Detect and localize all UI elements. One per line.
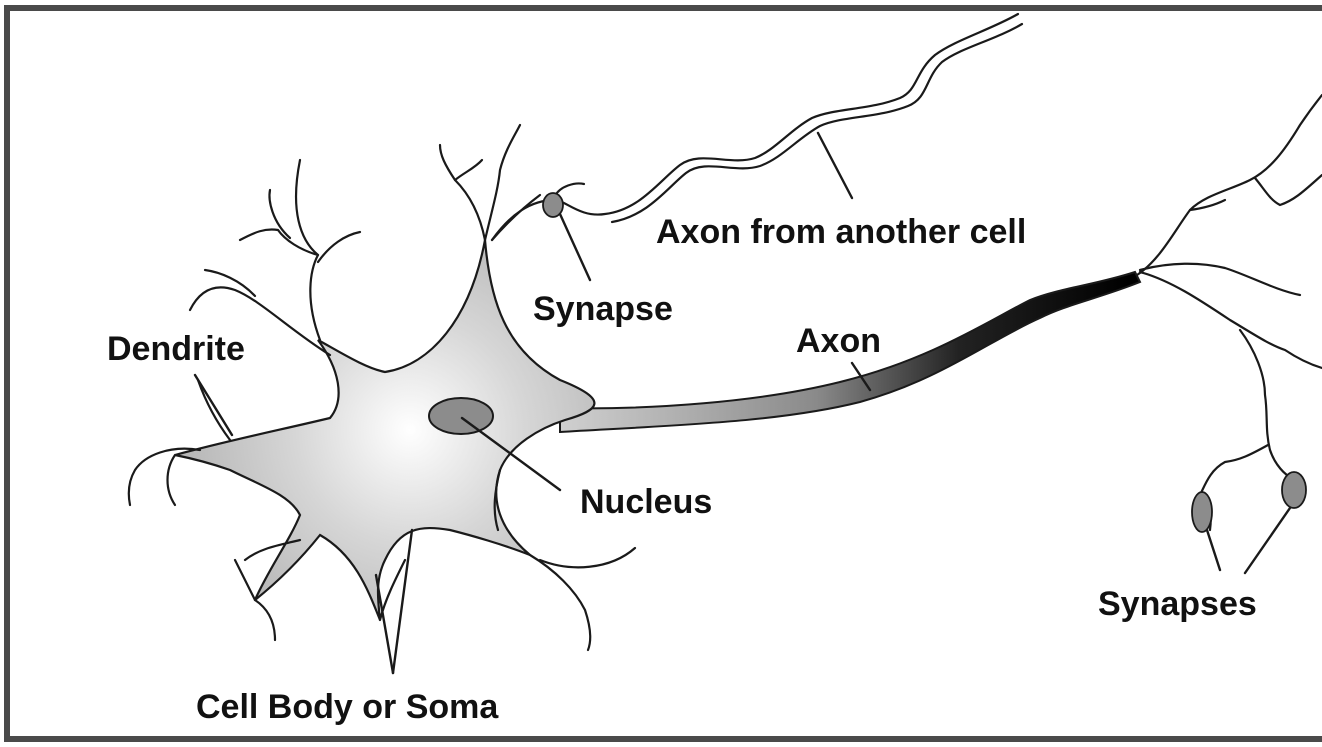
label-axon: Axon [796, 322, 881, 360]
label-synapses: Synapses [1098, 585, 1257, 623]
label-nucleus: Nucleus [580, 483, 712, 521]
synapses-bulb-left [1192, 492, 1212, 532]
diagram-frame [7, 8, 1322, 739]
label-cell-body: Cell Body or Soma [196, 688, 499, 726]
label-dendrite: Dendrite [107, 330, 245, 368]
label-axon-from-another-cell: Axon from another cell [656, 213, 1026, 251]
nucleus-shape [429, 398, 493, 434]
label-synapse: Synapse [533, 290, 673, 328]
synapses-bulb-right [1282, 472, 1306, 508]
